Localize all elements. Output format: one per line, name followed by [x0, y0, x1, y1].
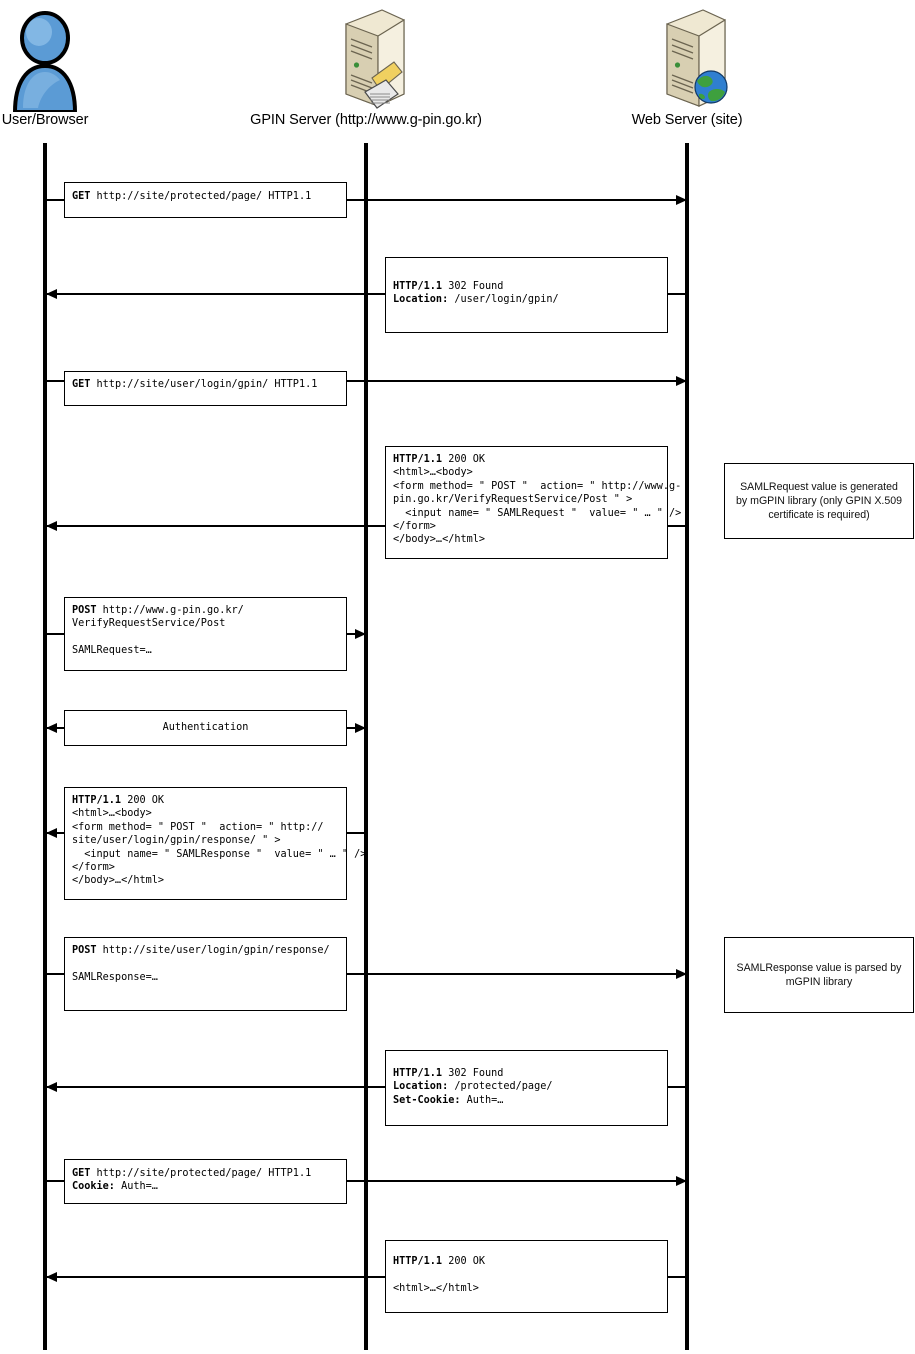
- message-keyword: HTTP/1.1: [72, 795, 122, 806]
- message-text: <html>…<body>: [72, 808, 152, 820]
- message-keyword: GET: [72, 191, 91, 202]
- message-text: http://site/protected/page/ HTTP1.1: [90, 1168, 312, 1179]
- message-text: Auth=…: [460, 1094, 504, 1106]
- actor-web-server: Web Server (site): [517, 4, 857, 128]
- message-keyword: Location:: [393, 1081, 449, 1093]
- message-text: Auth=…: [114, 1181, 158, 1193]
- message-text: </body>…</html>: [72, 875, 165, 887]
- actor-label: GPIN Server (http://www.g-pin.go.kr): [250, 112, 482, 128]
- arrowhead-left-icon: [46, 722, 57, 733]
- message-line: [45, 293, 687, 295]
- message-line: [45, 1086, 687, 1088]
- message-keyword: Location:: [393, 294, 449, 306]
- message-text: 302 Found: [442, 281, 504, 292]
- arrowhead-left-icon: [46, 520, 57, 531]
- message-keyword: Set-Cookie:: [393, 1094, 461, 1106]
- actor-label: Web Server (site): [631, 112, 743, 128]
- message-text: 200 OK: [121, 795, 165, 806]
- note-box-n2: SAMLResponse value is parsed by mGPIN li…: [724, 937, 914, 1013]
- arrowhead-right-icon: [676, 1175, 687, 1186]
- message-keyword: POST: [72, 605, 97, 616]
- message-keyword: HTTP/1.1: [393, 1256, 443, 1267]
- message-text: <html>…</html>: [393, 1282, 479, 1294]
- message-text: <input name= " SAMLResponse " value= " ……: [72, 848, 367, 860]
- server-tower-icon: [196, 4, 536, 112]
- message-text: <html>…<body>: [393, 467, 473, 479]
- message-line: [45, 199, 687, 201]
- message-text: site/user/login/gpin/response/ " >: [72, 835, 281, 847]
- message-keyword: HTTP/1.1: [393, 281, 443, 292]
- message-keyword: Cookie:: [72, 1181, 115, 1193]
- message-text: SAMLResponse=…: [72, 971, 158, 983]
- message-keyword: HTTP/1.1: [393, 454, 443, 465]
- message-box-m1: GET http://site/protected/page/ HTTP1.1: [64, 182, 347, 218]
- message-box-m9: HTTP/1.1 302 Found Location: /protected/…: [385, 1050, 668, 1126]
- message-text: pin.go.kr/VerifyRequestService/Post " >: [393, 494, 633, 506]
- message-keyword: POST: [72, 945, 97, 956]
- message-text: http://www.g-pin.go.kr/: [96, 605, 244, 616]
- message-text: <form method= " POST " action= " http://: [72, 821, 324, 833]
- message-text: </body>…</html>: [393, 534, 486, 546]
- arrowhead-right-icon: [355, 628, 366, 639]
- arrowhead-left-icon: [46, 827, 57, 838]
- message-line: [45, 525, 687, 527]
- message-box-m3: GET http://site/user/login/gpin/ HTTP1.1: [64, 371, 347, 406]
- lifeline-gpin-server: [364, 143, 368, 1350]
- message-box-m2: HTTP/1.1 302 Found Location: /user/login…: [385, 257, 668, 333]
- message-text: Authentication: [162, 722, 249, 733]
- message-text: /protected/page/: [448, 1081, 553, 1093]
- note-box-n1: SAMLRequest value is generated by mGPIN …: [724, 463, 914, 539]
- arrowhead-left-icon: [46, 1081, 57, 1092]
- message-text: SAMLRequest=…: [72, 645, 152, 657]
- actor-label: User/Browser: [1, 112, 89, 128]
- arrowhead-right-icon: [676, 194, 687, 205]
- message-keyword: HTTP/1.1: [393, 1068, 443, 1079]
- message-line: [45, 973, 687, 975]
- arrowhead-left-icon: [46, 288, 57, 299]
- message-text: http://site/protected/page/ HTTP1.1: [90, 191, 312, 202]
- message-text: </form>: [72, 862, 115, 874]
- message-line: [45, 380, 687, 382]
- lifeline-web-server: [685, 143, 689, 1350]
- message-text: <form method= " POST " action= " http://…: [393, 480, 682, 492]
- message-text: <input name= " SAMLRequest " value= " … …: [393, 507, 682, 519]
- message-text: VerifyRequestService/Post: [72, 618, 226, 630]
- note-text: SAMLRequest value is generated by mGPIN …: [735, 481, 903, 521]
- message-text: 302 Found: [442, 1068, 504, 1079]
- arrowhead-right-icon: [355, 722, 366, 733]
- message-text: /user/login/gpin/: [448, 294, 559, 306]
- message-box-m7: HTTP/1.1 200 OK <html>…<body> <form meth…: [64, 787, 366, 900]
- message-text: http://site/user/login/gpin/response/: [96, 945, 330, 956]
- message-text: http://site/user/login/gpin/ HTTP1.1: [90, 379, 318, 390]
- message-box-m6: Authentication: [64, 710, 347, 746]
- message-line: [45, 1276, 687, 1278]
- message-box-m11: HTTP/1.1 200 OK <html>…</html>: [385, 1240, 668, 1313]
- arrowhead-right-icon: [676, 968, 687, 979]
- message-text: 200 OK: [442, 454, 486, 465]
- message-box-m10: GET http://site/protected/page/ HTTP1.1 …: [64, 1159, 347, 1204]
- message-box-m5: POST http://www.g-pin.go.kr/ VerifyReque…: [64, 597, 347, 671]
- actor-user-browser: User/Browser: [0, 4, 215, 128]
- user-avatar-icon: [0, 4, 215, 112]
- arrowhead-right-icon: [676, 375, 687, 386]
- message-text: </form>: [393, 521, 436, 533]
- message-box-m4: HTTP/1.1 200 OK <html>…<body> <form meth…: [385, 446, 681, 559]
- server-globe-icon: [517, 4, 857, 112]
- message-box-m8: POST http://site/user/login/gpin/respons…: [64, 937, 347, 1011]
- message-keyword: GET: [72, 1168, 91, 1179]
- actor-gpin-server: GPIN Server (http://www.g-pin.go.kr): [196, 4, 536, 128]
- message-text: 200 OK: [442, 1256, 486, 1267]
- arrowhead-left-icon: [46, 1271, 57, 1282]
- note-text: SAMLResponse value is parsed by mGPIN li…: [736, 962, 902, 988]
- lifeline-user-browser: [43, 143, 47, 1350]
- message-line: [45, 1180, 687, 1182]
- message-keyword: GET: [72, 379, 91, 390]
